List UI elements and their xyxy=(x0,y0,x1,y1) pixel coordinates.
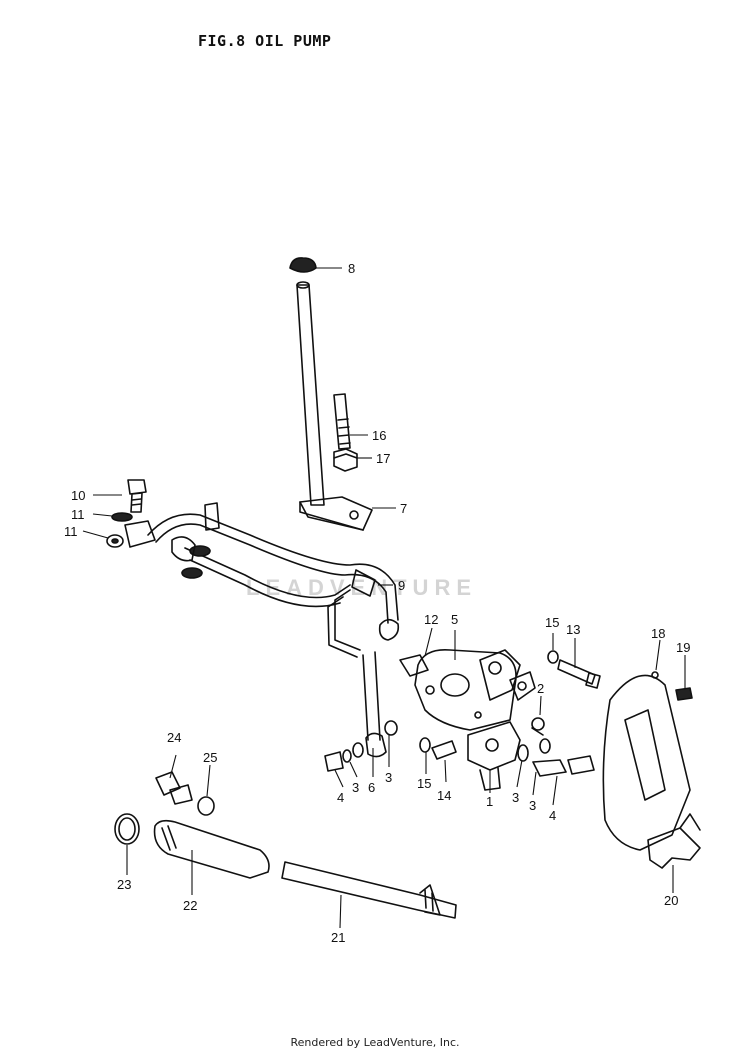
callout-15: 15 xyxy=(545,615,559,630)
part-3-washer-left[interactable] xyxy=(342,742,364,763)
callout-13: 13 xyxy=(566,622,580,637)
part-13-bolt[interactable] xyxy=(557,659,601,689)
callout-3: 3 xyxy=(385,770,392,785)
part-14-bolt[interactable] xyxy=(431,740,457,760)
callout-16: 16 xyxy=(372,428,386,443)
part-20-clip[interactable] xyxy=(647,813,701,869)
callout-3: 3 xyxy=(352,780,359,795)
callout-20: 20 xyxy=(664,893,678,908)
part-4-bolt-left[interactable] xyxy=(324,751,344,772)
callout-19: 19 xyxy=(676,640,690,655)
part-17-nut[interactable] xyxy=(333,448,358,472)
callout-14: 14 xyxy=(437,788,451,803)
callout-24: 24 xyxy=(167,730,181,745)
callout-2: 2 xyxy=(537,681,544,696)
callout-5: 5 xyxy=(451,612,458,627)
part-2-screw[interactable] xyxy=(531,717,545,736)
callout-21: 21 xyxy=(331,930,345,945)
figure-title: FIG.8 OIL PUMP xyxy=(198,32,332,50)
callout-11: 11 xyxy=(64,524,78,539)
watermark-text: LEADVENTURE xyxy=(246,575,478,600)
callout-4: 4 xyxy=(549,808,556,823)
part-7-bracket[interactable] xyxy=(299,496,373,531)
footer-credit: Rendered by LeadVenture, Inc. xyxy=(290,1036,460,1049)
callout-labels: 8 16 17 7 10 11 11 9 12 5 15 13 18 19 2 … xyxy=(64,261,690,945)
callout-4: 4 xyxy=(337,790,344,805)
part-12-fitting[interactable] xyxy=(399,654,429,677)
part-25-washer[interactable] xyxy=(197,796,215,816)
oil-tank-tube[interactable] xyxy=(296,281,325,506)
part-18-pump-cover[interactable] xyxy=(602,671,691,851)
callout-10: 10 xyxy=(71,488,85,503)
part-16-stud[interactable] xyxy=(333,393,351,450)
part-22-drive-housing[interactable] xyxy=(153,819,270,879)
callout-12: 12 xyxy=(424,612,438,627)
part-19-screw[interactable] xyxy=(675,687,693,701)
part-15-washer-upper[interactable] xyxy=(547,650,559,664)
part-10-banjo-bolt[interactable] xyxy=(127,479,147,513)
part-9-oil-line[interactable] xyxy=(147,513,400,658)
callout-9: 9 xyxy=(398,578,405,593)
callout-1: 1 xyxy=(486,794,493,809)
callout-6: 6 xyxy=(368,780,375,795)
callout-3: 3 xyxy=(512,790,519,805)
part-3-washer-right[interactable] xyxy=(517,738,551,762)
callout-18: 18 xyxy=(651,626,665,641)
callout-8: 8 xyxy=(348,261,355,276)
part-1-oil-pump[interactable] xyxy=(467,721,521,791)
part-11-washer-lower[interactable] xyxy=(106,534,124,548)
banjo-fittings[interactable] xyxy=(124,502,220,579)
pump-lever[interactable] xyxy=(509,671,536,701)
part-8-cap[interactable] xyxy=(289,257,317,273)
oil-feed-line[interactable] xyxy=(362,651,387,758)
part-5-pump-body[interactable] xyxy=(414,648,521,731)
callout-3: 3 xyxy=(529,798,536,813)
part-4-bolt-right[interactable] xyxy=(532,755,595,777)
callout-15: 15 xyxy=(417,776,431,791)
callout-11: 11 xyxy=(71,507,85,522)
part-11-washer-upper[interactable] xyxy=(111,512,133,522)
part-24-plug[interactable] xyxy=(155,771,193,805)
part-3-washer-mid[interactable] xyxy=(384,720,398,736)
part-21-drive-shaft[interactable] xyxy=(281,861,457,919)
callout-23: 23 xyxy=(117,877,131,892)
part-15-washer-lower[interactable] xyxy=(419,737,431,753)
callout-17: 17 xyxy=(376,451,390,466)
callout-7: 7 xyxy=(400,501,407,516)
callout-25: 25 xyxy=(203,750,217,765)
part-23-o-ring[interactable] xyxy=(114,813,140,845)
callout-22: 22 xyxy=(183,898,197,913)
